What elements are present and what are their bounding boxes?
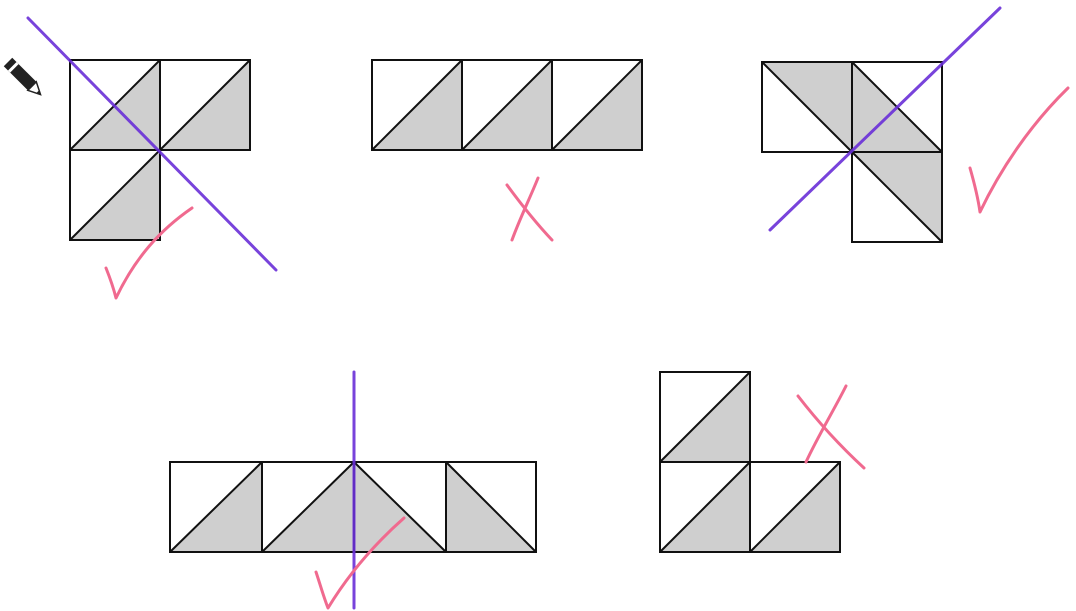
figure-4-square [445,461,537,553]
figure-4-check-mark [314,516,406,610]
figure-5-diagonal [659,371,751,463]
figure-3-symmetry-line [768,6,1002,232]
figure-2-diagonal [461,59,553,151]
figure-3-diagonal [851,151,943,243]
figure-1-diagonal [69,149,161,241]
pencil-band [8,62,19,73]
figure-2 [371,59,643,242]
figure-4-diagonal [169,461,263,553]
pencil-icon [3,57,42,96]
figure-5-shape [659,371,841,553]
figure-2-cross-mark [505,183,554,242]
figure-2-diagonal [371,59,463,151]
figure-1-check-mark [104,206,194,300]
figure-4-diagonal [445,461,537,553]
figure-3-diagonal [761,61,853,153]
figure-5-cross-mark [796,394,866,470]
figure-4-diagonal [353,461,447,553]
figure-1 [26,16,278,300]
figure-2-diagonal [551,59,643,151]
figure-5-cross-mark [804,384,848,464]
figure-5 [659,371,866,553]
figure-2-cross-mark [510,176,540,242]
figure-1-square [69,149,161,241]
figure-1-square [159,59,251,151]
pencil-body [3,57,37,91]
figure-3-shape [761,61,943,243]
figure-1-diagonal [159,59,251,151]
figure-4 [169,370,537,610]
pencil-tip [26,80,42,96]
figure-4-shape [169,461,537,553]
figure-5-square [749,461,841,553]
figure-1-shape [69,59,251,241]
figure-3-check-mark [968,86,1070,214]
figure-1-symmetry-line [26,16,278,272]
figure-3 [761,6,1070,243]
figure-2-square [551,59,643,151]
figure-5-diagonal [749,461,841,553]
figure-2-shape [371,59,643,151]
figure-4-diagonal [261,461,355,553]
figure-3-square [851,151,943,243]
figure-5-diagonal [659,461,751,553]
